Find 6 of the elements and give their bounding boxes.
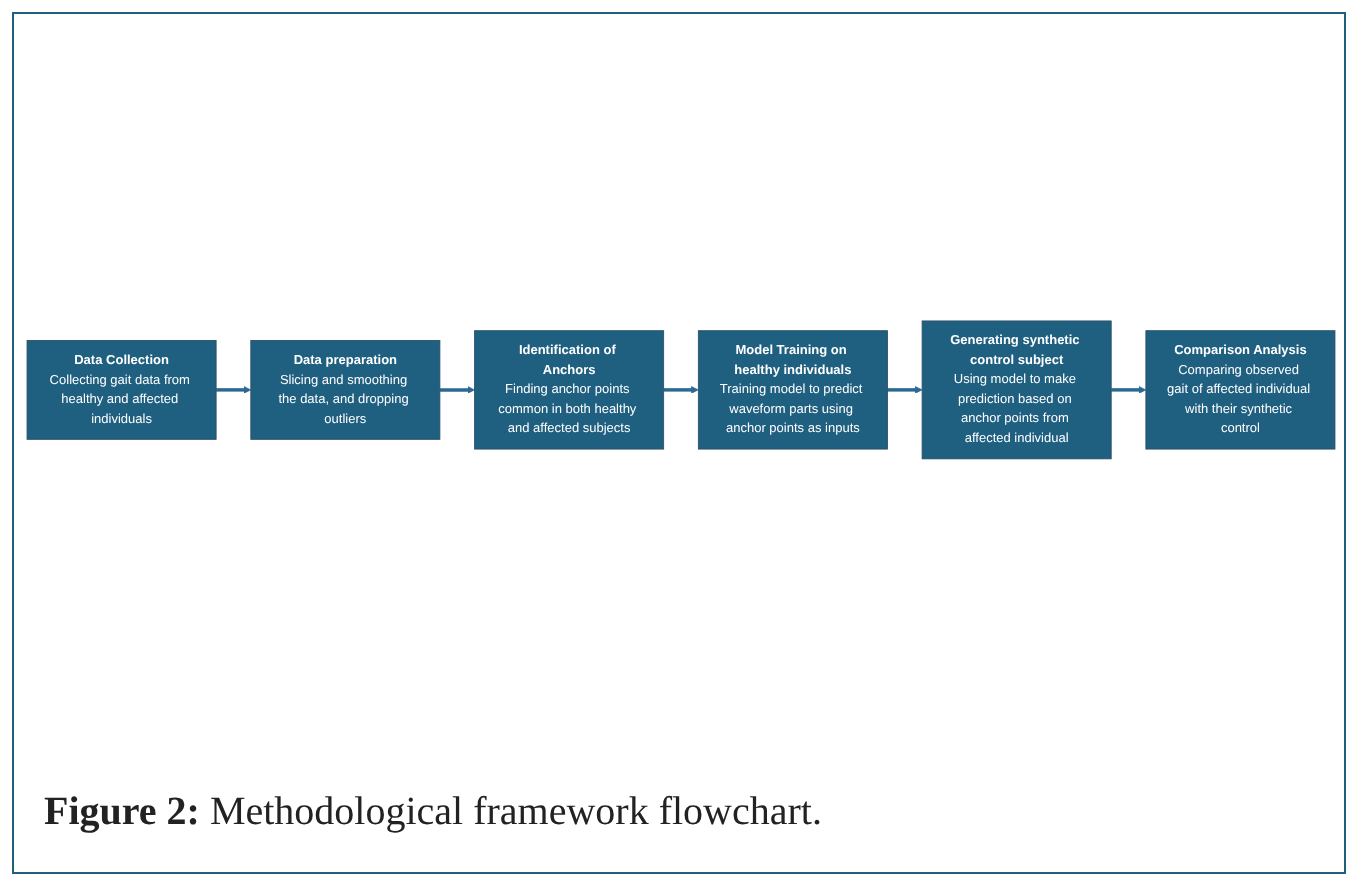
arrow bbox=[216, 386, 252, 394]
figure-caption: Figure 2: Methodological framework flowchart. bbox=[44, 790, 822, 836]
arrow bbox=[887, 386, 923, 394]
arrow bbox=[439, 386, 475, 394]
arrow bbox=[663, 386, 699, 394]
arrow bbox=[1111, 386, 1147, 394]
